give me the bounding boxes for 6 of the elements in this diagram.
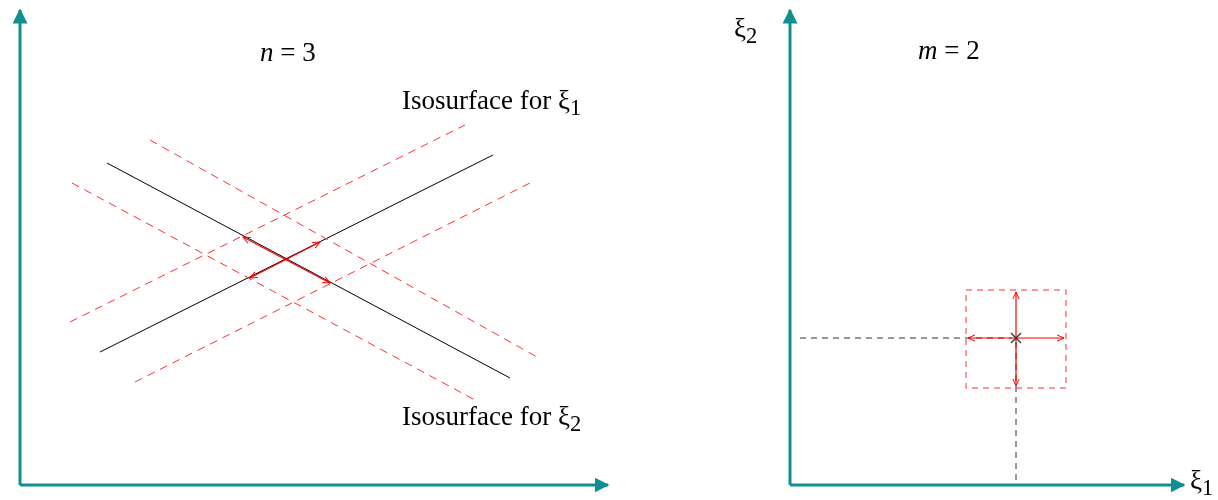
axis-label: ξ$_{2}$ (734, 14, 758, 50)
axis-label: ξ$_{1}$ (1190, 466, 1214, 500)
isosurface-label: Isosurface for ξ$_{1}$ (402, 86, 582, 122)
panel-label: n = 3 (260, 38, 316, 68)
panel-label: m = 2 (918, 36, 980, 66)
isosurface-label: Isosurface for ξ$_{2}$ (402, 402, 582, 438)
